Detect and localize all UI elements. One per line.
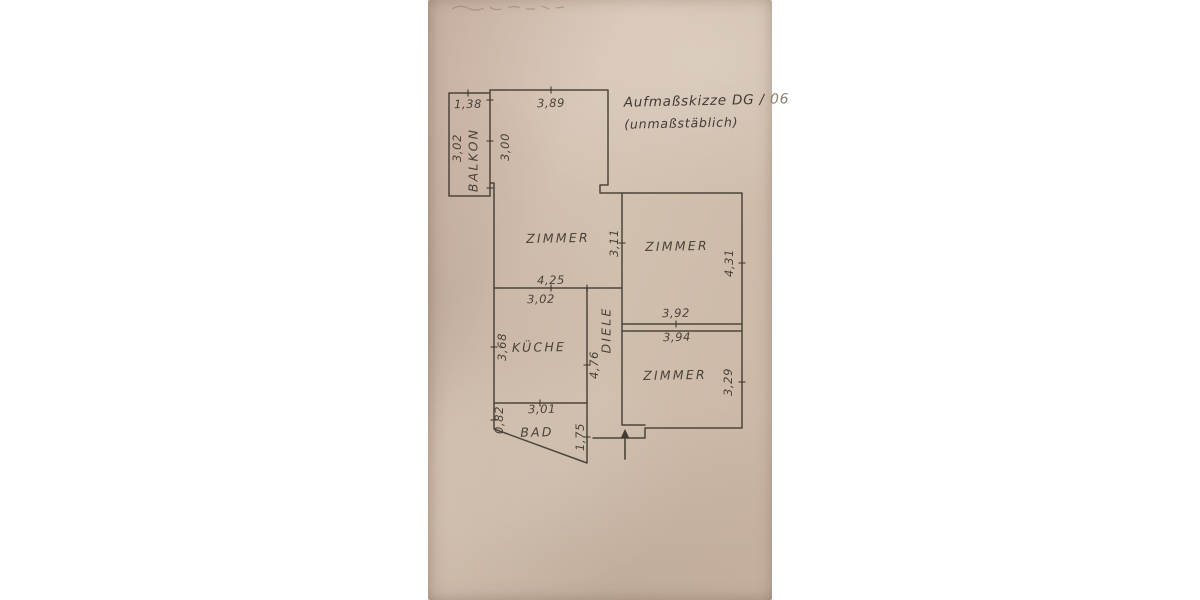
- sketch-title-main: Aufmaßskizze DG: [623, 92, 755, 111]
- room-label-zimmer-left: ZIMMER: [526, 229, 590, 247]
- room-label-zimmer-right-bottom: ZIMMER: [643, 366, 707, 384]
- faint-handwriting-marks: [451, 5, 565, 11]
- dim-kueche-left-height: 3,68: [495, 332, 509, 362]
- room-label-balkon: BALKON: [465, 127, 481, 193]
- dim-kueche-bottom-width: 3,01: [527, 401, 557, 417]
- dim-zimmer-right-top-height: 4,31: [722, 248, 736, 278]
- room-label-bad: BAD: [520, 424, 554, 440]
- dim-zimmer-left-width: 4,25: [536, 272, 566, 288]
- dim-diele-length: 4,76: [587, 350, 601, 380]
- sketch-subtitle: (unmaßstäblich): [624, 114, 739, 132]
- dim-zimmer-right-top-bottom-width: 3,92: [661, 305, 691, 321]
- wall-lines: [448, 89, 743, 464]
- dim-balkon-depth: 3,02: [450, 133, 464, 163]
- sketch-title-slash: /: [759, 91, 766, 108]
- floorplan-photo: Aufmaßskizze DG / 06 (unmaßstäblich) 1,3…: [428, 0, 790, 600]
- dim-balkon-width: 1,38: [453, 96, 483, 112]
- dim-zimmer-right-bottom-height: 3,29: [721, 367, 735, 397]
- dimension-ticks: [467, 86, 746, 438]
- sketch-title: Aufmaßskizze DG / 06: [624, 88, 790, 115]
- dim-zimmer-left-right-wall: 3,11: [607, 228, 621, 258]
- room-label-zimmer-right-top: ZIMMER: [645, 237, 709, 255]
- dim-balkon-inner-wall: 3,00: [498, 132, 512, 162]
- sketch-title-block: Aufmaßskizze DG / 06 (unmaßstäblich): [624, 88, 791, 135]
- room-label-kueche: KÜCHE: [511, 339, 567, 355]
- dim-top-room-width: 3,89: [536, 95, 566, 111]
- entrance-arrow-icon: [620, 429, 630, 460]
- dim-zimmer-right-bottom-top-width: 3,94: [662, 329, 692, 345]
- sketch-title-number: 06: [769, 91, 790, 108]
- dim-kueche-top-width: 3,02: [526, 291, 556, 307]
- dim-bad-left-height: 0,82: [492, 405, 506, 435]
- floorplan-drawing: [448, 5, 746, 464]
- room-label-diele: DIELE: [598, 306, 614, 354]
- dim-bad-right-height: 1,75: [573, 422, 587, 452]
